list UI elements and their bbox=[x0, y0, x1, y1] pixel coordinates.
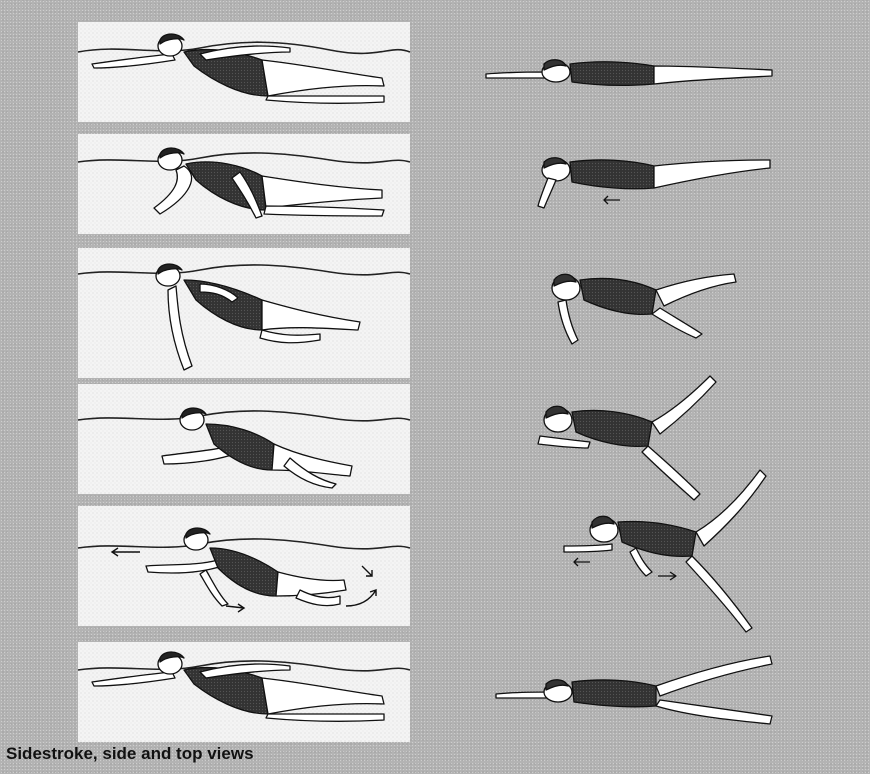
side-view-panel-3 bbox=[78, 248, 410, 378]
swimmer-top-6 bbox=[496, 656, 772, 724]
side-view-panel-2 bbox=[78, 134, 410, 234]
side-view-panel-6 bbox=[78, 642, 410, 742]
swimmer-top-5 bbox=[564, 470, 766, 632]
swimmer-top-1 bbox=[486, 60, 772, 86]
side-view-panel-1 bbox=[78, 22, 410, 122]
motion-arrow-icon bbox=[604, 196, 620, 204]
side-view-panel-5 bbox=[78, 506, 410, 626]
swimmer-top-3 bbox=[552, 274, 736, 344]
figure-caption: Sidestroke, side and top views bbox=[6, 744, 254, 764]
side-view-panel-4 bbox=[78, 384, 410, 494]
motion-arrow-icon bbox=[574, 558, 590, 566]
motion-arrow-icon bbox=[658, 572, 676, 580]
swimmer-top-2 bbox=[538, 158, 770, 208]
top-views bbox=[486, 60, 772, 724]
swimmer-top-4 bbox=[538, 376, 716, 500]
